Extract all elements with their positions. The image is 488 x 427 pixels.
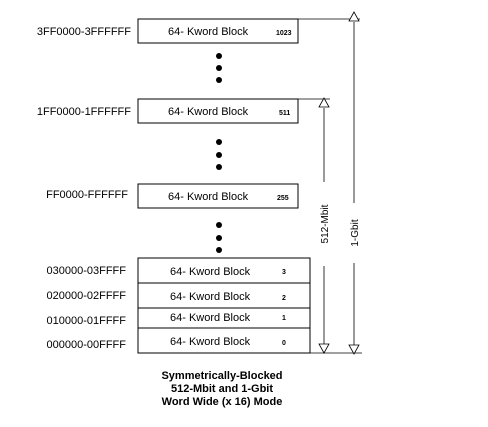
block-label: 64- Kword Block — [168, 106, 249, 118]
block-number: 1 — [282, 315, 286, 322]
block-label: 64- Kword Block — [170, 266, 251, 278]
block-box — [137, 18, 299, 44]
caption-line-2: 512-Mbit and 1-Gbit — [171, 383, 273, 395]
block-address: 000000-00FFFF — [47, 339, 127, 351]
block-address: FF0000-FFFFFF — [46, 189, 128, 201]
dimension-arrow-1-gbit: 1-Gbit — [348, 11, 361, 355]
block-number: 2 — [282, 295, 286, 302]
ellipsis-dots-top — [216, 53, 222, 83]
caption-line-1: Symmetrically-Blocked — [161, 370, 282, 382]
memory-block-0: 000000-00FFFF 64- Kword Block 0 — [47, 327, 311, 354]
block-box — [137, 327, 311, 354]
memory-block-1: 010000-01FFFF 64- Kword Block 1 — [47, 307, 311, 329]
ellipsis-dots-bottom — [216, 222, 222, 253]
block-label: 64- Kword Block — [170, 291, 251, 303]
dimension-label-512-mbit: 512-Mbit — [320, 204, 331, 243]
block-address: 030000-03FFFF — [47, 265, 127, 277]
ellipsis-dots-middle — [216, 139, 222, 170]
figure-caption: Symmetrically-Blocked 512-Mbit and 1-Gbi… — [161, 370, 282, 408]
block-address: 3FF0000-3FFFFFF — [37, 26, 131, 38]
block-number: 511 — [279, 110, 290, 117]
block-number: 3 — [282, 269, 286, 276]
block-address: 020000-02FFFF — [47, 290, 127, 302]
memory-block-511: 1FF0000-1FFFFFF 64- Kword Block 511 — [37, 98, 299, 124]
caption-line-3: Word Wide (x 16) Mode — [162, 396, 283, 408]
block-number: 1023 — [276, 30, 292, 37]
block-box — [137, 183, 299, 209]
block-label: 64- Kword Block — [170, 312, 251, 324]
block-box — [137, 257, 311, 284]
block-number: 0 — [282, 340, 286, 347]
block-number: 255 — [277, 195, 289, 202]
dimension-label-1-gbit: 1-Gbit — [350, 219, 361, 246]
block-box — [137, 98, 299, 124]
block-label: 64- Kword Block — [170, 336, 251, 348]
memory-block-2: 020000-02FFFF 64- Kword Block 2 — [47, 282, 311, 309]
memory-block-255: FF0000-FFFFFF 64- Kword Block 255 — [46, 183, 299, 209]
memory-block-3: 030000-03FFFF 64- Kword Block 3 — [47, 257, 311, 284]
block-address: 010000-01FFFF — [47, 315, 127, 327]
dimension-arrow-512-mbit: 512-Mbit — [318, 97, 331, 354]
block-label: 64- Kword Block — [168, 26, 249, 38]
block-label: 64- Kword Block — [168, 191, 249, 203]
block-address: 1FF0000-1FFFFFF — [37, 106, 131, 118]
memory-block-1023: 3FF0000-3FFFFFF 64- Kword Block 1023 — [37, 18, 299, 44]
